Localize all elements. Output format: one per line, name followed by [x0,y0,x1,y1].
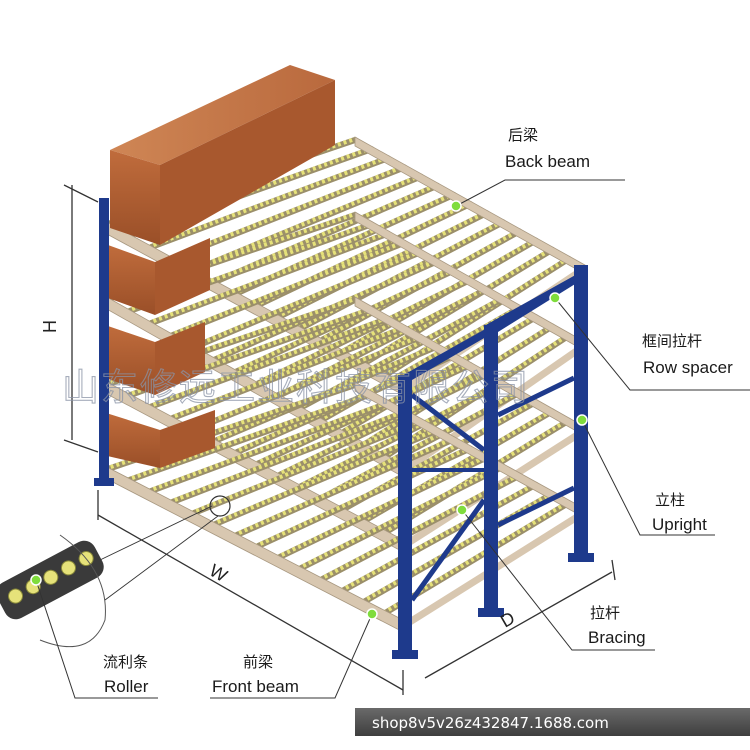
back-beam-label-en: Back beam [505,152,590,171]
callout-leaders [35,179,750,699]
dimension-h-label: H [40,320,60,333]
roller-track [147,230,389,326]
roller-track [232,192,455,296]
roller-track-rail [252,445,473,551]
roller-track [254,277,471,386]
footer-bar [355,708,750,736]
upright-front-left [398,375,412,657]
roller-track [147,155,389,250]
roller-track [361,491,554,604]
bracing-label-en: Bracing [588,628,646,647]
roller-track [168,239,406,338]
bracing-label-cn: 拉杆 [590,604,620,622]
roller-track [275,454,488,560]
back-beam-label-cn: 后梁 [508,126,538,144]
roller-track [189,418,422,516]
roller-track [254,201,471,308]
roller-track [339,237,537,354]
roller-track [168,409,406,505]
roller-label-en: Roller [104,677,149,696]
left-upright [94,198,114,486]
callout-markers [30,200,588,620]
front-beam-label-cn: 前梁 [243,653,273,671]
roller-track [361,247,554,366]
roller-detail-inset [0,495,231,648]
roller-track [147,400,389,494]
dimension-d-label: D [497,608,518,632]
roller-track [125,391,373,482]
roller-track [189,334,422,432]
row-spacer [496,375,576,418]
carton-level-2 [108,238,210,315]
roller-track [168,324,406,421]
front-beam-label-en: Front beam [212,677,299,696]
cartons [103,65,335,468]
dimension-h [63,184,99,453]
upright-label-en: Upright [652,515,707,534]
bracing-diagonal [410,393,486,452]
company-watermark: 山东修远工业科技有限公司 [62,366,530,409]
roller-track-rail [166,409,408,507]
carton-level-4 [103,410,215,468]
dimension-w-label: W [206,560,231,586]
row-spacer-label-en: Row spacer [643,358,733,377]
shop-url: shop8v5v26z432847.1688.com [372,714,609,732]
roller-track [211,427,438,527]
roller-track [361,323,554,447]
roller-track-rail [166,324,408,423]
carton-top [110,65,335,245]
roller-track [339,482,537,593]
row-spacer-label-cn: 框间拉杆 [642,332,702,350]
roller-track [275,371,488,478]
dimension-d [424,559,616,679]
roller-track-rail [187,249,424,352]
roller-label-cn: 流利条 [103,653,148,671]
upright-label-cn: 立柱 [655,491,685,509]
carton-level-3 [105,322,205,395]
dimension-w [97,490,404,695]
roller-track [232,436,455,538]
roller-track [211,182,438,285]
roller-track [147,315,389,409]
upright-frames [392,265,594,659]
upright-back-right [574,265,588,560]
